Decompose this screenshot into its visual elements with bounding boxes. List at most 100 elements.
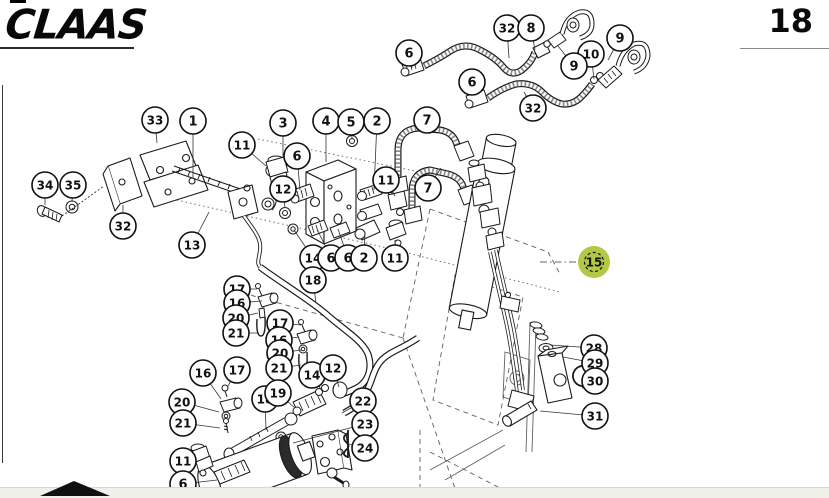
part-balloon-33[interactable]: 33 xyxy=(141,106,169,144)
part-balloon-19[interactable]: 19 xyxy=(264,379,296,409)
balloon-number: 20 xyxy=(174,396,191,410)
part-balloon-16[interactable]: 16 xyxy=(189,359,222,400)
mounting-bracket-32 xyxy=(102,157,143,212)
balloon-number: 11 xyxy=(175,455,192,469)
part-balloon-12[interactable]: 12 xyxy=(269,175,297,209)
part-balloon-35[interactable]: 35 xyxy=(59,171,87,202)
balloon-number: 19 xyxy=(270,387,287,401)
part-balloon-13[interactable]: 13 xyxy=(178,211,210,259)
bottom-band xyxy=(0,487,829,498)
balloon-number: 15 xyxy=(586,256,603,270)
washer-35 xyxy=(61,185,105,217)
part-balloon-11[interactable]: 11 xyxy=(169,447,199,475)
balloon-number: 9 xyxy=(569,60,578,75)
part-balloon-21[interactable]: 21 xyxy=(265,354,302,382)
part-balloon-8[interactable]: 8 xyxy=(517,14,545,51)
balloon-number: 1 xyxy=(188,115,197,130)
part-balloon-32[interactable]: 32 xyxy=(493,14,521,59)
clevis-pin-31 xyxy=(502,400,538,427)
balloon-number: 10 xyxy=(583,48,600,62)
hose-18 xyxy=(257,264,374,398)
part-balloon-34[interactable]: 34 xyxy=(31,171,59,205)
balloon-number: 6 xyxy=(467,76,476,91)
mounting-plate-23 xyxy=(311,429,353,475)
balloon-number: 7 xyxy=(423,182,432,197)
part-balloon-14[interactable]: 14 xyxy=(298,361,326,392)
balloon-number: 24 xyxy=(357,442,374,456)
part-balloon-1[interactable]: 1 xyxy=(179,107,207,178)
clamp-group-3 xyxy=(219,384,243,434)
lift-cylinder xyxy=(448,133,517,331)
balloon-number: 7 xyxy=(422,114,431,129)
part-balloon-30[interactable]: 30 xyxy=(581,367,609,395)
balloon-number: 30 xyxy=(587,375,604,389)
part-balloon-2[interactable]: 2 xyxy=(350,231,378,272)
balloon-number: 11 xyxy=(378,174,395,188)
cylinder-valve-and-pipes xyxy=(467,159,535,420)
balloon-number: 21 xyxy=(228,327,245,341)
balloon-number: 32 xyxy=(499,22,516,36)
part-balloon-15[interactable]: 15 xyxy=(540,246,610,278)
balloon-number: 21 xyxy=(271,362,288,376)
part-balloon-6[interactable]: 6 xyxy=(458,68,486,96)
balloon-number: 34 xyxy=(37,179,54,193)
part-balloon-11[interactable]: 11 xyxy=(381,240,409,272)
part-balloon-11[interactable]: 11 xyxy=(228,131,267,167)
balloon-number: 2 xyxy=(359,252,368,267)
cap-12 xyxy=(332,381,348,399)
left-border-line xyxy=(2,85,3,463)
balloon-number: 4 xyxy=(321,115,330,130)
balloon-number: 18 xyxy=(305,274,322,288)
pipe-from-clamp xyxy=(242,214,263,270)
balloon-number: 22 xyxy=(355,395,372,409)
part-balloon-32[interactable]: 32 xyxy=(519,91,547,122)
part-balloon-2[interactable]: 2 xyxy=(363,107,391,191)
balloon-number: 9 xyxy=(615,32,624,47)
balloon-number: 23 xyxy=(357,418,374,432)
part-balloon-9[interactable]: 9 xyxy=(557,45,588,80)
balloon-number: 6 xyxy=(292,150,301,165)
part-balloon-9[interactable]: 9 xyxy=(606,24,634,61)
part-balloon-4[interactable]: 4 xyxy=(312,107,340,162)
page-number-divider xyxy=(740,48,829,49)
part-balloon-12[interactable]: 12 xyxy=(319,354,347,388)
balloon-number: 16 xyxy=(195,367,212,381)
mid-clamp xyxy=(227,184,259,220)
balloon-number: 32 xyxy=(115,220,132,234)
part-balloon-32[interactable]: 32 xyxy=(109,205,137,240)
clamp-blocks xyxy=(139,140,209,208)
part-balloon-3[interactable]: 3 xyxy=(269,109,297,157)
part-balloon-31[interactable]: 31 xyxy=(539,402,609,430)
part-balloon-17[interactable]: 17 xyxy=(223,356,251,387)
balloon-number: 17 xyxy=(229,364,246,378)
balloon-number: 32 xyxy=(525,102,542,116)
clamp-group-1 xyxy=(255,283,279,337)
part-balloon-21[interactable]: 21 xyxy=(169,409,221,437)
part-balloon-20[interactable]: 20 xyxy=(168,388,220,416)
bolt-34 xyxy=(36,205,63,223)
part-balloon-18[interactable]: 18 xyxy=(299,266,327,304)
balloon-number: 21 xyxy=(175,417,192,431)
logo-divider xyxy=(0,47,134,49)
balloon-number: 33 xyxy=(147,114,164,128)
part-balloon-6[interactable]: 6 xyxy=(283,142,311,191)
bracket-bolt xyxy=(326,467,350,490)
balloon-number: 8 xyxy=(526,22,535,37)
valve-fittings xyxy=(261,135,408,247)
part-balloon-7[interactable]: 7 xyxy=(414,167,442,202)
part-balloon-11[interactable]: 11 xyxy=(372,166,400,197)
balloon-number: 35 xyxy=(65,179,82,193)
part-balloon-24[interactable]: 24 xyxy=(348,434,379,462)
part-balloon-22[interactable]: 22 xyxy=(341,387,377,415)
part-balloon-6[interactable]: 6 xyxy=(395,39,423,69)
part-balloon-5[interactable]: 5 xyxy=(337,108,365,139)
spring-28 xyxy=(529,321,554,353)
banjo-fittings xyxy=(559,9,651,75)
part-balloon-21[interactable]: 21 xyxy=(222,319,259,347)
balloon-number: 11 xyxy=(387,252,404,266)
part-balloon-7[interactable]: 7 xyxy=(413,106,441,135)
part-balloon-23[interactable]: 23 xyxy=(292,410,379,444)
